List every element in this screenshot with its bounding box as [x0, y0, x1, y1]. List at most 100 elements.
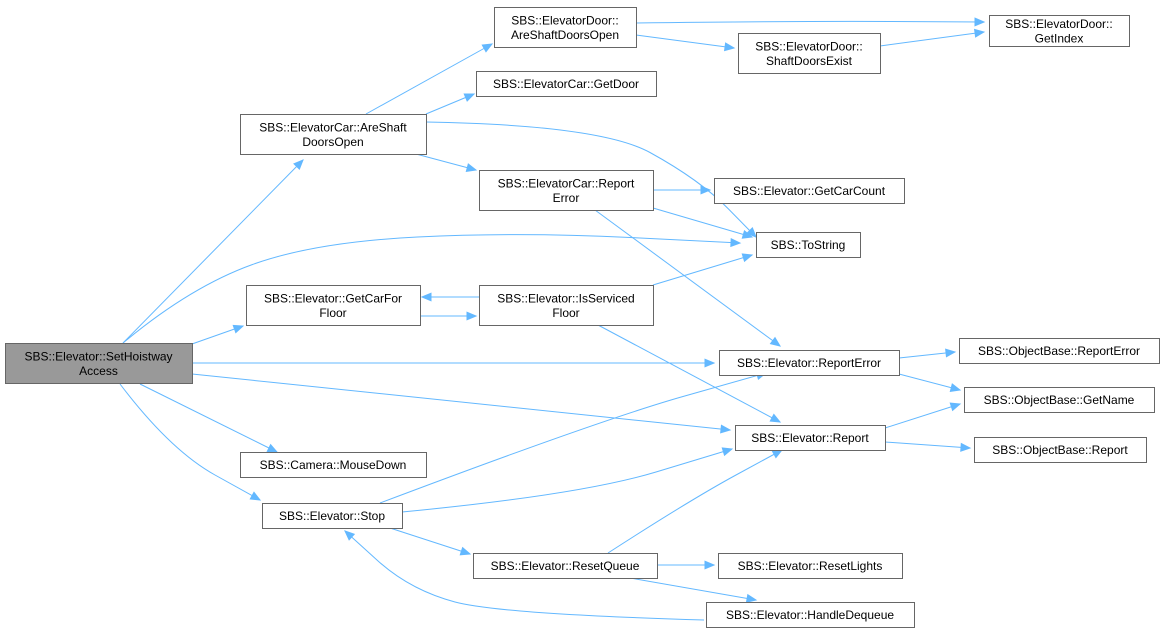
- node-carAreShaft[interactable]: SBS::ElevatorCar::AreShaftDoorsOpen: [240, 114, 427, 155]
- node-cameraMouseDown[interactable]: SBS::Camera::MouseDown: [240, 452, 427, 478]
- edge-elevStop-to-elevReport: [401, 447, 734, 513]
- node-elevReportError[interactable]: SBS::Elevator::ReportError: [719, 350, 900, 376]
- node-label: SBS::Elevator::IsServiced: [497, 291, 634, 305]
- edge-arrowhead: [249, 491, 262, 501]
- edge-resetQueue-to-resetLights: [657, 560, 716, 570]
- node-label: SBS::ElevatorCar::AreShaft: [259, 120, 407, 134]
- node-label: SBS::Elevator::ReportError: [737, 356, 881, 370]
- edge-arrowhead: [466, 311, 478, 321]
- node-label: SBS::Elevator::SetHoistway: [24, 349, 172, 363]
- node-box: [738, 33, 881, 74]
- edge-line: [389, 527, 471, 555]
- edge-arrowhead: [949, 402, 962, 412]
- edge-line: [401, 448, 733, 513]
- edge-carReportError-to-getCarCount: [653, 185, 712, 195]
- edge-arrowhead: [704, 560, 716, 570]
- node-box: [756, 232, 861, 258]
- node-elevReport[interactable]: SBS::Elevator::Report: [735, 425, 886, 451]
- node-box: [240, 114, 427, 155]
- edge-resetQueue-to-elevReport: [607, 449, 784, 554]
- edge-arrowhead: [945, 348, 957, 358]
- edge-arrowhead: [700, 185, 712, 195]
- node-box: [262, 503, 403, 529]
- node-toString[interactable]: SBS::ToString: [756, 232, 861, 258]
- edge-line: [191, 373, 731, 431]
- node-label: SBS::ElevatorCar::GetDoor: [493, 77, 639, 91]
- node-doorShaftExist[interactable]: SBS::ElevatorDoor::ShaftDoorsExist: [738, 33, 881, 74]
- node-box: [246, 285, 421, 326]
- edge-arrowhead: [459, 546, 472, 556]
- edge-line: [344, 530, 705, 621]
- node-carReportError[interactable]: SBS::ElevatorCar::ReportError: [479, 170, 654, 211]
- node-handleDequeue[interactable]: SBS::Elevator::HandleDequeue: [706, 602, 915, 628]
- node-label: Access: [79, 364, 118, 378]
- node-doorShaftOpen[interactable]: SBS::ElevatorDoor::AreShaftDoorsOpen: [494, 7, 637, 48]
- node-box: [974, 437, 1147, 463]
- node-box: [473, 553, 658, 579]
- edge-line: [635, 20, 985, 24]
- edge-arrowhead: [704, 358, 716, 368]
- edge-line: [884, 441, 971, 449]
- node-resetQueue[interactable]: SBS::Elevator::ResetQueue: [473, 553, 658, 579]
- edge-line: [379, 372, 767, 504]
- edge-carAreShaft-to-carReportError: [415, 153, 478, 172]
- node-resetLights[interactable]: SBS::Elevator::ResetLights: [718, 553, 903, 579]
- edge-elevReport-to-objReport: [884, 441, 972, 452]
- node-box: [479, 285, 654, 326]
- edge-elevReport-to-objGetName: [884, 402, 962, 429]
- edge-arrowhead: [745, 593, 758, 603]
- node-label: Floor: [552, 306, 579, 320]
- node-label: SBS::ElevatorCar::Report: [498, 176, 635, 190]
- node-objReport[interactable]: SBS::ObjectBase::Report: [974, 437, 1147, 463]
- node-label: SBS::Elevator::ResetLights: [738, 559, 883, 573]
- edge-arrowhead: [769, 336, 782, 347]
- node-label: SBS::Elevator::Report: [751, 431, 869, 445]
- edge-arrowhead: [949, 383, 962, 392]
- node-getCarCount[interactable]: SBS::Elevator::GetCarCount: [714, 178, 905, 204]
- edge-line: [597, 324, 781, 423]
- node-label: SBS::ElevatorDoor::: [755, 39, 862, 53]
- edge-elevReportError-to-objReportError: [898, 348, 957, 359]
- edges-layer: [119, 17, 986, 621]
- edge-arrowhead: [232, 324, 245, 334]
- edge-line: [139, 383, 278, 453]
- node-label: SBS::ToString: [771, 238, 846, 252]
- node-label: ShaftDoorsExist: [766, 54, 853, 68]
- edge-setHoistway-to-elevReport: [191, 373, 732, 434]
- edge-arrowhead: [730, 237, 742, 248]
- edge-doorShaftOpen-to-doorGetIndex: [635, 17, 986, 27]
- edge-elevStop-to-elevReportError: [379, 371, 768, 504]
- edge-arrowhead: [721, 447, 734, 457]
- edge-arrowhead: [463, 93, 476, 102]
- edge-carReportError-to-toString: [652, 207, 754, 239]
- edge-arrowhead: [344, 530, 356, 541]
- node-label: SBS::Elevator::ResetQueue: [491, 559, 640, 573]
- node-elevStop[interactable]: SBS::Elevator::Stop: [262, 503, 403, 529]
- node-box: [479, 170, 654, 211]
- node-label: SBS::ObjectBase::Report: [992, 443, 1128, 457]
- edge-line: [635, 34, 735, 49]
- edge-arrowhead: [974, 17, 986, 27]
- node-box: [718, 553, 903, 579]
- node-label: SBS::Elevator::Stop: [279, 509, 385, 523]
- edge-doorShaftExist-to-doorGetIndex: [879, 28, 986, 47]
- node-objGetName[interactable]: SBS::ObjectBase::GetName: [964, 387, 1155, 413]
- edge-arrowhead: [973, 28, 986, 38]
- node-box: [989, 15, 1130, 47]
- node-box: [706, 602, 915, 628]
- edge-arrowhead: [960, 442, 972, 452]
- node-box: [714, 178, 905, 204]
- node-label: GetIndex: [1035, 31, 1084, 45]
- edge-line: [652, 254, 753, 286]
- node-doorGetIndex[interactable]: SBS::ElevatorDoor::GetIndex: [989, 15, 1130, 47]
- node-objReportError[interactable]: SBS::ObjectBase::ReportError: [959, 338, 1160, 364]
- edge-carAreShaft-to-doorShaftOpen: [365, 43, 494, 115]
- edge-isServiced-to-getCarForFloor: [420, 292, 479, 302]
- node-label: SBS::ObjectBase::GetName: [984, 393, 1135, 407]
- edge-handleDequeue-to-elevStop: [344, 530, 705, 621]
- node-carGetDoor[interactable]: SBS::ElevatorCar::GetDoor: [476, 71, 657, 97]
- edge-line: [594, 209, 781, 347]
